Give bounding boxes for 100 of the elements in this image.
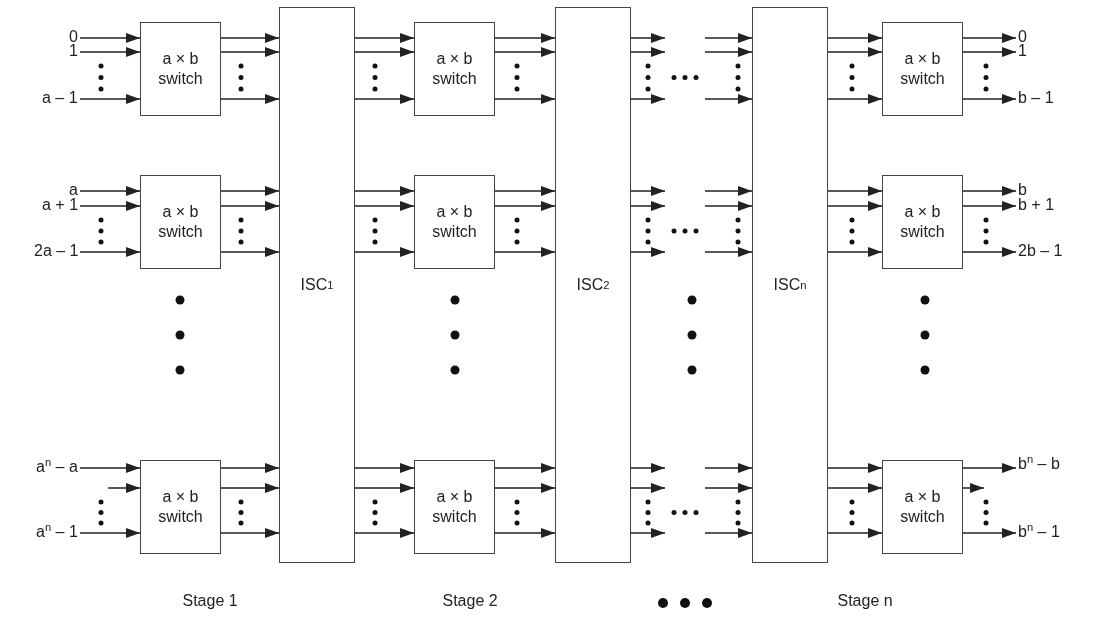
arrow: [494, 186, 556, 196]
arrow: [704, 47, 753, 57]
arrow: [494, 33, 556, 43]
switch-box: a × b switch: [414, 175, 495, 269]
arrow: [630, 247, 666, 257]
arrow: [79, 528, 141, 538]
arrow: [962, 463, 1017, 473]
arrow: [494, 483, 556, 493]
arrow: [354, 186, 415, 196]
arrow: [962, 33, 1017, 43]
arrow: [79, 186, 141, 196]
arrow: [220, 94, 280, 104]
arrow: [494, 94, 556, 104]
arrow: [107, 483, 141, 493]
arrow: [354, 33, 415, 43]
arrow: [630, 201, 666, 211]
port-label: a$^{n}$ – a: [36, 459, 78, 475]
arrow: [79, 201, 141, 211]
arrow: [79, 463, 141, 473]
arrow: [704, 33, 753, 43]
port-label: 0: [1018, 29, 1027, 45]
arrow: [704, 247, 753, 257]
arrow: [354, 483, 415, 493]
arrow: [354, 94, 415, 104]
stage-label: Stage n: [837, 592, 893, 610]
arrow: [79, 247, 141, 257]
arrow: [354, 47, 415, 57]
switch-box: a × b switch: [882, 22, 963, 116]
arrow: [630, 528, 666, 538]
arrow: [827, 94, 883, 104]
arrow: [630, 47, 666, 57]
arrow: [79, 47, 141, 57]
switch-box: a × b switch: [882, 175, 963, 269]
arrow: [354, 463, 415, 473]
arrow: [704, 186, 753, 196]
arrow: [962, 201, 1017, 211]
stage-label: Stage 2: [442, 592, 498, 610]
port-label: a + 1: [42, 197, 79, 213]
arrow: [220, 186, 280, 196]
switch-box: a × b switch: [140, 175, 221, 269]
port-label: b – 1: [1018, 90, 1054, 106]
switch-box: a × b switch: [140, 22, 221, 116]
arrow: [704, 528, 753, 538]
port-label: 0: [69, 29, 78, 45]
arrow: [630, 33, 666, 43]
arrow: [704, 483, 753, 493]
arrow: [220, 528, 280, 538]
arrow: [704, 201, 753, 211]
arrow: [220, 247, 280, 257]
stage-label: Stage 1: [182, 592, 238, 610]
arrow: [630, 186, 666, 196]
arrow: [962, 186, 1017, 196]
arrow: [962, 483, 985, 493]
port-label: a – 1: [42, 90, 78, 106]
arrow: [827, 201, 883, 211]
arrow: [704, 94, 753, 104]
port-label: 2a – 1: [34, 243, 79, 259]
arrow: [494, 247, 556, 257]
arrow: [494, 463, 556, 473]
arrow: [827, 47, 883, 57]
switch-box: a × b switch: [414, 22, 495, 116]
arrow: [827, 483, 883, 493]
switch-box: a × b switch: [140, 460, 221, 554]
port-label: b$^{n}$ – 1: [1018, 524, 1060, 540]
arrow: [630, 463, 666, 473]
arrow: [79, 94, 141, 104]
arrow: [354, 528, 415, 538]
arrow: [630, 483, 666, 493]
arrow: [630, 94, 666, 104]
arrow: [354, 247, 415, 257]
port-label: 2b – 1: [1018, 243, 1063, 259]
arrow: [494, 528, 556, 538]
arrow: [220, 47, 280, 57]
port-label: b + 1: [1018, 197, 1055, 213]
switch-box: a × b switch: [882, 460, 963, 554]
arrow: [962, 247, 1017, 257]
arrow: [220, 463, 280, 473]
arrow: [354, 201, 415, 211]
arrow: [962, 528, 1017, 538]
arrow: [962, 47, 1017, 57]
port-label: b$^{n}$ – b: [1018, 456, 1060, 472]
port-label: a$^{n}$ – 1: [36, 524, 78, 540]
arrow: [827, 528, 883, 538]
arrow: [962, 94, 1017, 104]
arrow: [827, 33, 883, 43]
switch-box: a × b switch: [414, 460, 495, 554]
arrow: [704, 463, 753, 473]
arrow: [79, 33, 141, 43]
port-label: 1: [1018, 43, 1027, 59]
arrow: [827, 247, 883, 257]
arrow: [220, 33, 280, 43]
arrow: [220, 483, 280, 493]
port-label: a: [69, 182, 78, 198]
port-label: b: [1018, 182, 1027, 198]
arrow: [220, 201, 280, 211]
arrow: [494, 201, 556, 211]
arrow: [494, 47, 556, 57]
port-label: 1: [69, 43, 78, 59]
arrow: [827, 463, 883, 473]
arrow: [827, 186, 883, 196]
